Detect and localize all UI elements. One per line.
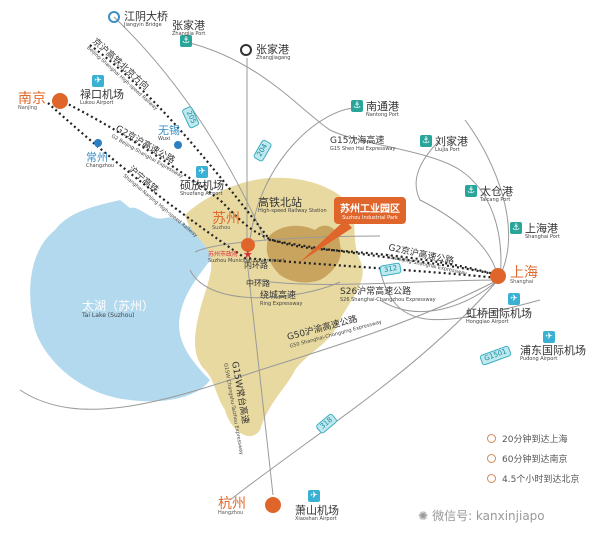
port-taicang: 太仓港 Taicang Port — [480, 185, 513, 203]
industrial-park-shape — [266, 225, 341, 283]
industrial-park-callout: 苏州工业园区 Suzhou Industrial Park — [334, 197, 406, 224]
anchor-icon: ⚓ — [510, 222, 522, 234]
port-nantong: 南通港 Nantong Port — [366, 100, 399, 118]
anchor-icon: ⚓ — [420, 135, 432, 147]
landmark-hsr-north: 高铁北站 High-speed Railway Station — [258, 196, 327, 214]
port-liujia: 刘家港 Liujia Port — [435, 135, 468, 153]
landmark-suzhou-gov: 苏州市政府 Suzhou Municipal Government — [208, 251, 285, 264]
circle-icon — [487, 454, 496, 463]
airport-pudong: 浦东国际机场 Pudong Airport — [520, 344, 586, 362]
tai-lake-shape — [30, 200, 213, 402]
city-nanjing: 南京 Nanjing — [18, 91, 46, 111]
road-label-g15: G15沈海高速 G15 Shen Hai Expressway — [330, 136, 396, 152]
landmark-jiangyin-bridge: 江阴大桥 Jiangyin Bridge — [124, 10, 168, 28]
road-label-ring: 绕城高速 Ring Expressway — [260, 291, 303, 307]
city-hangzhou: 杭州 Hangzhou — [218, 496, 246, 516]
airplane-icon: ✈ — [508, 293, 520, 305]
watermark: ✺微信号: kanxinjiapo — [418, 509, 545, 523]
svg-text:★: ★ — [243, 248, 253, 261]
legend-item-beijing: 4.5个小时到达北京 — [487, 472, 579, 485]
city-wuxi: 无锡 Wuxi — [158, 124, 180, 142]
airplane-icon: ✈ — [196, 166, 208, 178]
landmark-tai-lake: 太湖（苏州） Tai Lake (Suzhou) — [82, 299, 155, 319]
road-label-s26: S26沪常高速公路 S26 Shanghai-Changzhou Express… — [340, 287, 436, 303]
airplane-icon: ✈ — [92, 75, 104, 87]
anchor-icon: ⚓ — [351, 100, 363, 112]
wechat-icon: ✺ — [418, 509, 429, 523]
landmark-middle-ring: 中环路 — [246, 279, 270, 288]
anchor-icon: ⚓ — [465, 185, 477, 197]
airport-xiaoshan: 萧山机场 Xiaoshan Airport — [295, 504, 339, 522]
city-zhangjiagang: 张家港 Zhangjiagang — [256, 43, 291, 61]
city-changzhou: 常州 Changzhou — [86, 151, 115, 169]
city-shanghai: 上海 Shanghai — [510, 265, 538, 285]
port-zhangjia: 张家港 Zhangjia Port — [172, 19, 206, 37]
airport-hongqiao: 虹桥国际机场 Hongqiao Airport — [466, 307, 532, 325]
landmark-inner-loop: 内环路 — [244, 261, 268, 270]
circle-icon — [487, 434, 496, 443]
circle-icon — [487, 474, 496, 483]
legend-item-nanjing: 60分钟到达南京 — [487, 452, 567, 465]
port-shanghai: 上海港 Shanghai Port — [525, 222, 560, 240]
city-suzhou: 苏州 Suzhou — [212, 211, 240, 231]
airport-shuofang: 硕放机场 Shuofang Airport — [180, 179, 224, 197]
airport-lukou: 禄口机场 Lukou Airport — [80, 88, 124, 106]
airplane-icon: ✈ — [543, 331, 555, 343]
airplane-icon: ✈ — [308, 490, 320, 502]
legend-item-shanghai: 20分钟到达上海 — [487, 432, 567, 445]
anchor-icon: ⚓ — [180, 35, 192, 47]
